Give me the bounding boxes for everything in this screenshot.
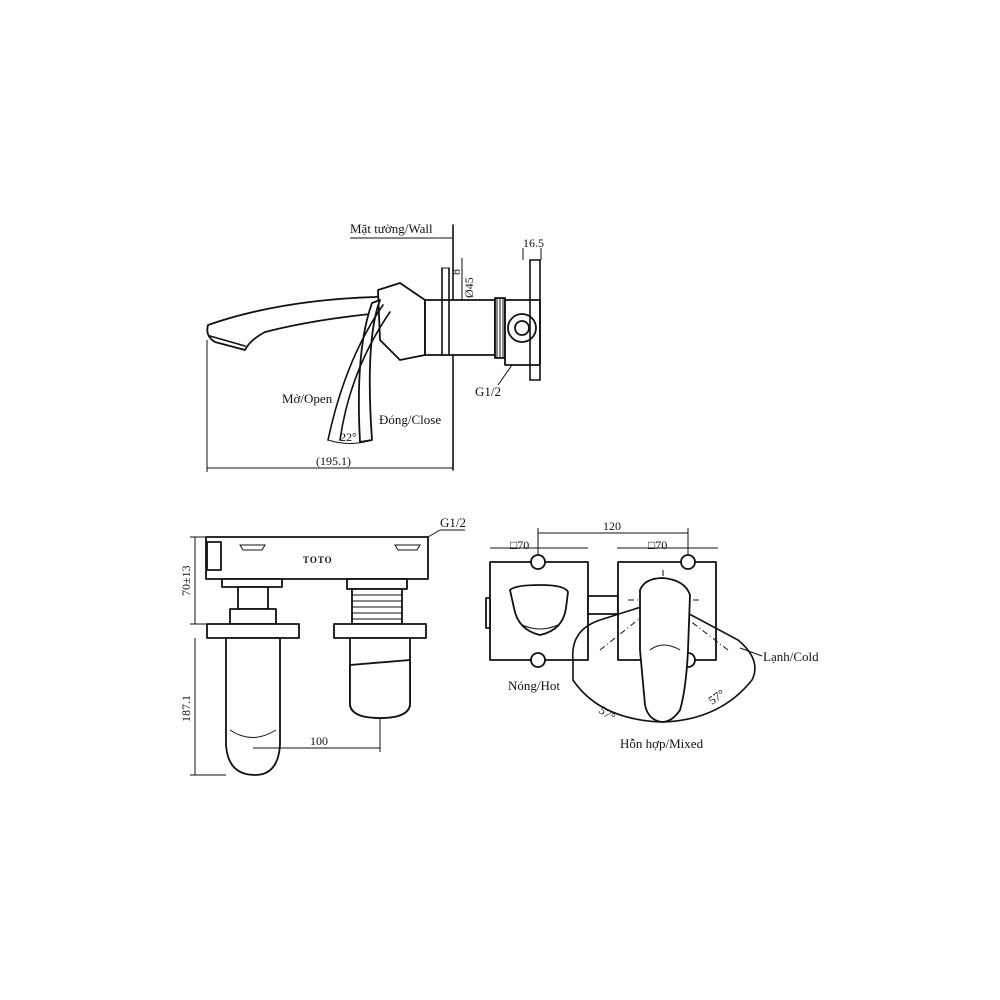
angle-label: 22° [340, 430, 357, 444]
right-collar [346, 578, 408, 590]
lever-mixed-detail [649, 644, 681, 651]
screw-right-top [680, 554, 696, 570]
cold-label: Lạnh/Cold [763, 649, 819, 664]
plate-right-dim: □70 [648, 538, 667, 552]
cold-leader [739, 647, 763, 657]
height-dim: 70±13 [179, 565, 193, 596]
screw-left-bottom [530, 652, 546, 668]
dim-diameter: Ø45 [462, 277, 476, 298]
spout [206, 294, 393, 351]
spout-outlet [209, 335, 246, 347]
thread-leader-front [427, 529, 441, 538]
center-dim: 120 [603, 519, 621, 533]
plate-left-dim: □70 [510, 538, 529, 552]
brand-label: TOTO [303, 555, 333, 565]
left-plate-edge [485, 597, 491, 629]
thread-lines [496, 298, 504, 358]
lever-mixed [639, 577, 691, 723]
spout-outlet-face [509, 584, 569, 636]
left-collar [221, 578, 283, 588]
angle-arc [327, 439, 373, 444]
left-pipe [225, 637, 281, 776]
front-thread-label: G1/2 [440, 515, 466, 530]
handle-slot-left [239, 544, 266, 551]
thread-leader [497, 364, 513, 386]
handle-body [377, 282, 426, 361]
dim-top: 16.5 [523, 236, 544, 250]
front-view: TOTO G1/2 70±13 187.1 [179, 515, 466, 776]
left-stem [237, 586, 269, 610]
lever-closed [357, 299, 381, 443]
spacing-dim: 100 [310, 734, 328, 748]
length-label: (195.1) [316, 454, 351, 468]
right-thread-lines [352, 594, 402, 620]
left-nut [229, 608, 277, 625]
mixed-label: Hỗn hợp/Mixed [620, 736, 704, 751]
left-flange [206, 623, 300, 639]
left-pipe-joint [229, 729, 277, 738]
lever-open [327, 304, 384, 441]
side-view: Mặt tường/Wall 22° Mở/Open Đóng/Close 8 … [206, 221, 544, 472]
close-label: Đóng/Close [379, 412, 441, 427]
open-label: Mở/Open [282, 391, 333, 406]
front-body [205, 536, 429, 580]
right-flange [333, 623, 427, 639]
valve-body [424, 299, 496, 356]
spout-outlet-rim [521, 624, 559, 630]
depth-dim: 187.1 [179, 695, 193, 722]
thread-label: G1/2 [475, 384, 501, 399]
plate-view: 120 □70 □70 57° 57° Nóng/Hot [485, 519, 819, 751]
wall-label: Mặt tường/Wall [350, 221, 433, 236]
dim-small: 8 [449, 269, 463, 275]
handle-slot-right [394, 544, 421, 551]
front-body-end [206, 541, 222, 571]
plate-connector [587, 595, 619, 615]
hot-label: Nóng/Hot [508, 678, 560, 693]
screw-left-top [530, 554, 546, 570]
inlet-inner [514, 320, 530, 336]
lever-open-edge [339, 311, 391, 441]
sweep-envelope [571, 599, 756, 723]
right-cap [349, 659, 411, 719]
